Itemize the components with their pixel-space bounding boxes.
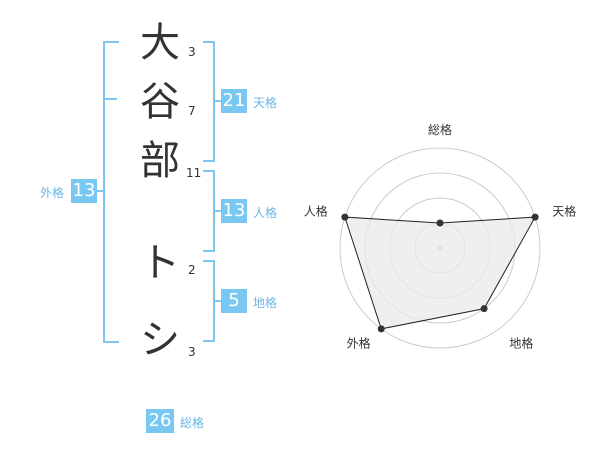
chikaku-value: 5	[221, 289, 247, 313]
radar-grid-ring	[339, 147, 541, 349]
stroke-count-2: 7	[188, 104, 196, 118]
chikaku-connector	[215, 300, 221, 302]
radar-axis-label-2: 天格	[552, 204, 576, 219]
radar-points	[341, 213, 539, 333]
soukaku-value: 26	[146, 409, 174, 433]
radar-point-3	[480, 305, 488, 313]
stroke-count-4: 2	[188, 263, 196, 277]
tenkaku-value: 21	[221, 89, 247, 113]
soukaku-label: 総格	[180, 416, 205, 430]
radar-axis-label-4: 外格	[347, 335, 371, 350]
name-char-4: ト	[140, 240, 180, 286]
radar-point-4	[377, 325, 385, 333]
stroke-count-1: 3	[188, 45, 196, 59]
jinkaku-label: 人格	[253, 206, 278, 220]
radar-point-1	[436, 219, 444, 227]
jinkaku-connector	[215, 210, 221, 212]
tenkaku-connector	[215, 100, 221, 102]
name-char-5: シ	[140, 317, 180, 363]
name-char-3: 部	[140, 138, 180, 184]
radar-axis-label-3: 地格	[509, 335, 533, 350]
radar-point-5	[341, 213, 349, 221]
gaikaku-bracket	[103, 41, 119, 343]
chikaku-bracket	[203, 260, 215, 342]
radar-point-2	[531, 213, 539, 221]
gaikaku-connector	[97, 190, 103, 192]
jinkaku-bracket	[203, 170, 215, 252]
jinkaku-value: 13	[221, 199, 247, 223]
radar-axis-label-1: 総格	[428, 122, 452, 137]
tenkaku-bracket	[203, 41, 215, 162]
stroke-count-3: 11	[186, 166, 202, 180]
gaikaku-value: 13	[71, 179, 97, 203]
radar-area	[344, 216, 536, 330]
chikaku-label: 地格	[253, 296, 278, 310]
tenkaku-label: 天格	[253, 96, 278, 110]
name-char-1: 大	[140, 20, 180, 66]
gaikaku-bracket-tick	[103, 98, 117, 100]
name-char-2: 谷	[140, 79, 180, 125]
gaikaku-label: 外格	[40, 186, 65, 200]
radar-axis-label-5: 人格	[304, 204, 328, 219]
stroke-count-5: 3	[188, 345, 196, 359]
